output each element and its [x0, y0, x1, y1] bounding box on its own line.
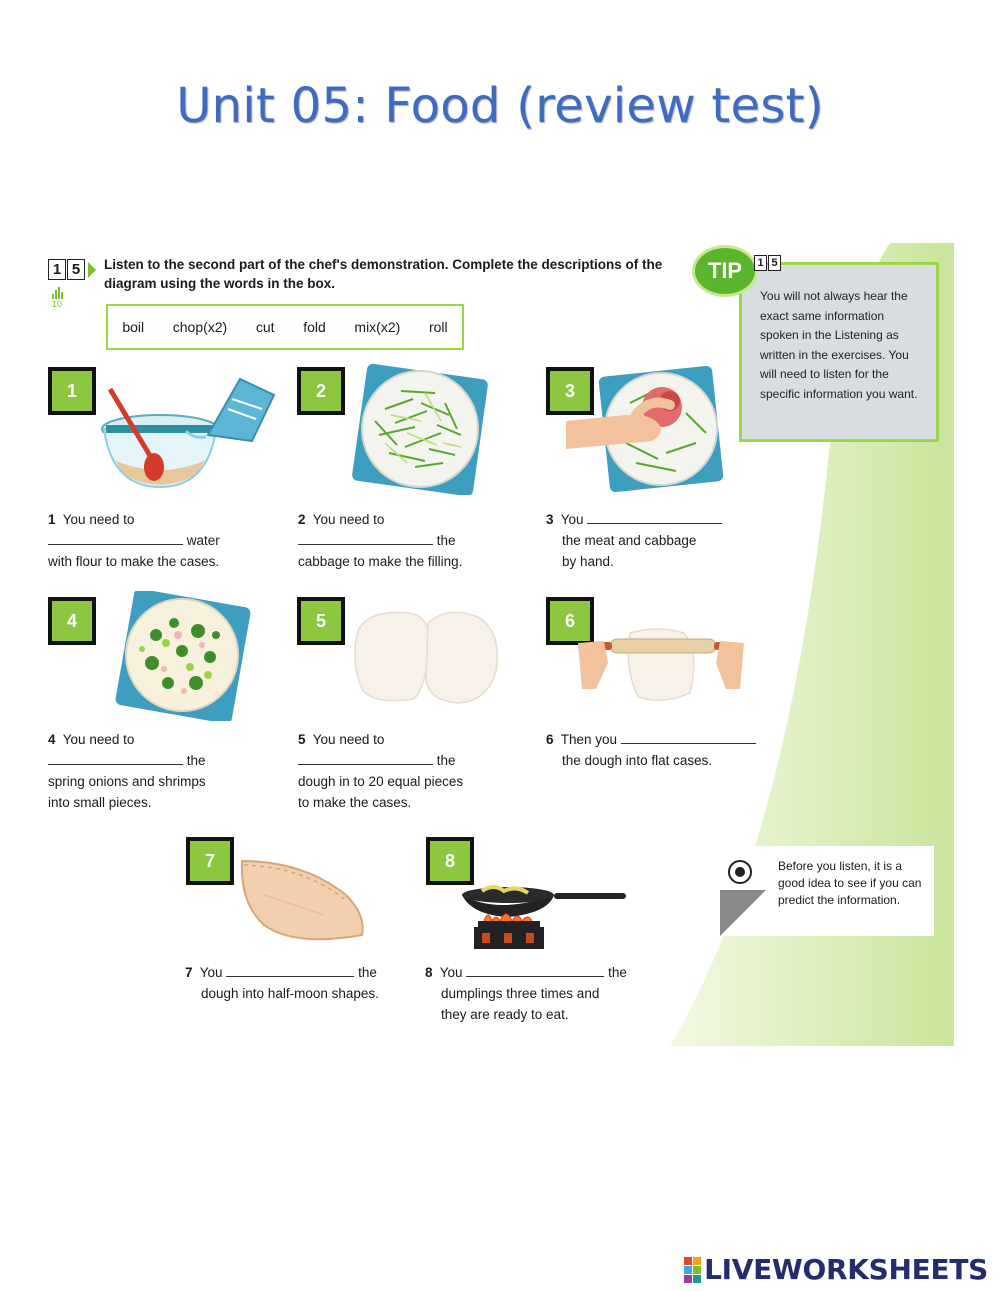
- logo-tile: [684, 1265, 693, 1274]
- corner-triangle-icon: [720, 890, 766, 936]
- step-label-3: 3: [546, 367, 594, 415]
- answer-blank-3[interactable]: [587, 510, 723, 524]
- logo-tile: [693, 1265, 702, 1274]
- tip-number: 1 5: [754, 255, 782, 271]
- logo-tile: [693, 1256, 702, 1265]
- word-box-item: roll: [428, 319, 448, 335]
- answer-blank-1[interactable]: [48, 531, 183, 545]
- tip-box: You will not always hear the exact same …: [739, 262, 939, 442]
- answer-blank-2[interactable]: [298, 531, 433, 545]
- tip-digit: 5: [768, 255, 781, 271]
- exercise-instruction: Listen to the second part of the chef's …: [104, 257, 663, 291]
- step-label-4: 4: [48, 597, 96, 645]
- step-caption-8: 8 You the dumplings three times and they…: [425, 963, 627, 1022]
- hand-mixing-filling-icon: [566, 365, 724, 493]
- play-arrow-icon[interactable]: [88, 261, 96, 278]
- answer-blank-4[interactable]: [48, 751, 183, 765]
- step-caption-5: 5 You need to the dough in to 20 equal p…: [298, 732, 464, 810]
- step-caption-3: 3 You the meat and cabbage by hand.: [546, 509, 766, 572]
- chopped-onions-shrimps-plate-icon: [115, 591, 251, 721]
- step-caption-7: 7 You the dough into half-moon shapes.: [185, 963, 379, 1001]
- target-icon: [728, 860, 752, 884]
- step-label-1: 1: [48, 367, 96, 415]
- exercise-digit: 1: [48, 259, 66, 280]
- logo-tile: [684, 1256, 693, 1265]
- strategy-note-text: Before you listen, it is a good idea to …: [778, 859, 922, 907]
- step-caption-4: 4 You need to the spring onions and shri…: [48, 732, 206, 810]
- step-label-6: 6: [546, 597, 594, 645]
- word-box-item: mix(x2): [354, 319, 401, 335]
- word-box: boil chop(x2) cut fold mix(x2) roll: [106, 304, 464, 350]
- tip-badge: TIP: [692, 245, 758, 297]
- step-label-7: 7: [186, 837, 234, 885]
- half-moon-dumpling-icon: [240, 859, 364, 941]
- page-title: Unit 05: Food (review test): [176, 78, 824, 134]
- brand-name: LIVEWORKSHEETS: [704, 1253, 988, 1286]
- tip-digit: 1: [754, 255, 767, 271]
- step-caption-1: 1 You need to water with flour to make t…: [48, 512, 220, 569]
- answer-blank-6[interactable]: [620, 730, 756, 744]
- strategy-note: Before you listen, it is a good idea to …: [720, 846, 934, 936]
- step-label-2: 2: [297, 367, 345, 415]
- word-box-item: chop(x2): [172, 319, 228, 335]
- audio-track: 10: [52, 287, 63, 309]
- exercise-digit: 5: [67, 259, 85, 280]
- rolling-pin-hands-icon: [578, 628, 744, 701]
- logo-tile: [684, 1274, 693, 1283]
- liveworksheets-brand[interactable]: LIVEWORKSHEETS: [684, 1253, 988, 1286]
- step-caption-6: 6 Then you the dough into flat cases.: [546, 729, 786, 771]
- dough-pieces-icon: [354, 611, 498, 704]
- mixing-bowl-icon: [101, 377, 276, 489]
- logo-tile: [693, 1274, 702, 1283]
- tip-text: You will not always hear the exact same …: [760, 289, 918, 401]
- audio-track-number: 10: [52, 299, 63, 309]
- answer-blank-8[interactable]: [466, 963, 605, 977]
- word-box-item: cut: [255, 319, 275, 335]
- answer-blank-5[interactable]: [298, 751, 433, 765]
- liveworksheets-logo-icon: [684, 1256, 702, 1283]
- step-label-5: 5: [297, 597, 345, 645]
- word-box-item: fold: [303, 319, 326, 335]
- audio-bars-icon: [52, 287, 63, 299]
- worksheet-page: 1 5 10 Listen to the second part of the …: [30, 243, 954, 1046]
- chopped-cabbage-plate-icon: [352, 363, 488, 495]
- step-label-8: 8: [426, 837, 474, 885]
- word-box-item: boil: [122, 319, 145, 335]
- step-caption-2: 2 You need to the cabbage to make the fi…: [298, 512, 463, 569]
- frying-pan-stove-icon: [462, 885, 626, 949]
- green-background-strip: [670, 243, 954, 1046]
- exercise-number: 1 5: [48, 259, 96, 280]
- answer-blank-7[interactable]: [226, 963, 355, 977]
